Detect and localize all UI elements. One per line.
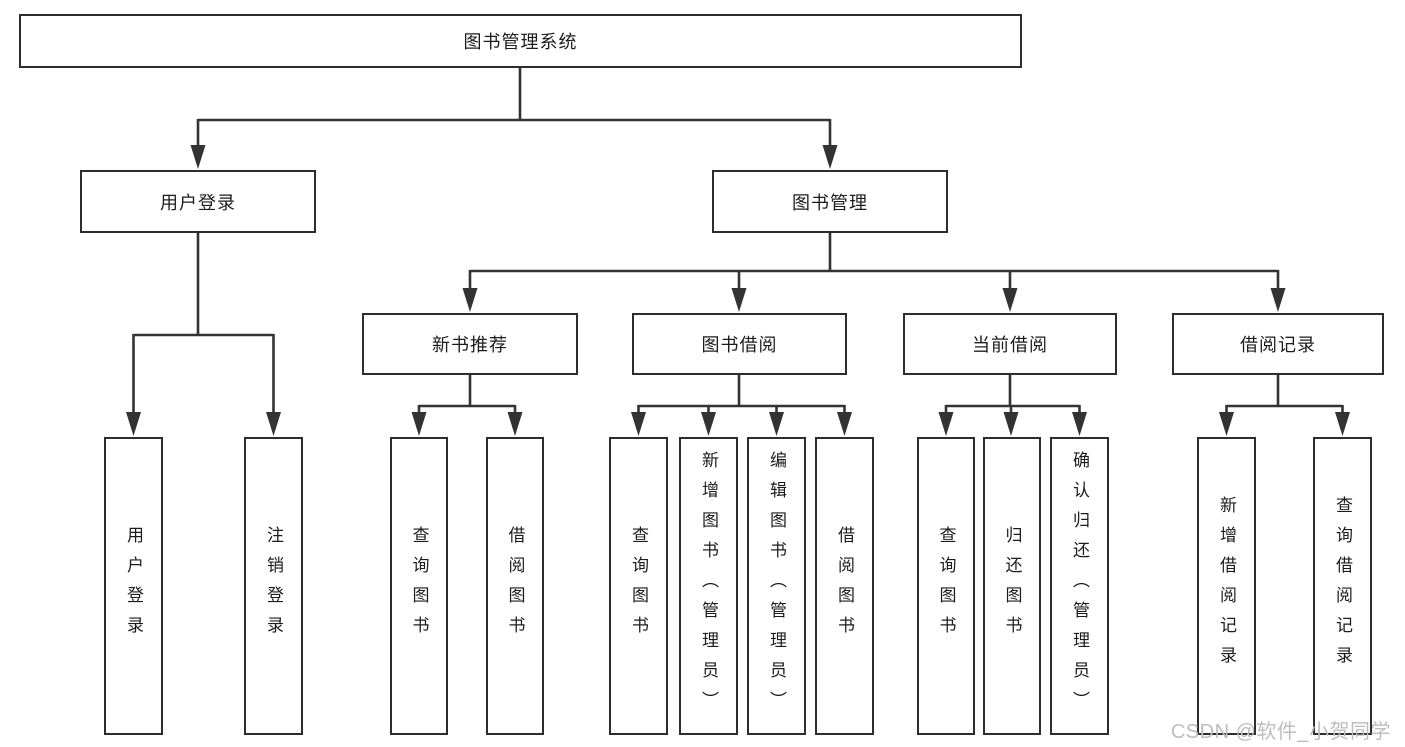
node-current-borrow: 当前借阅 bbox=[903, 313, 1117, 375]
leaf-newbook-query: 查询图书 bbox=[390, 437, 448, 735]
leaf-current-confirm-admin: 确认归还（管理员） bbox=[1050, 437, 1109, 735]
leaf-borrow-query: 查询图书 bbox=[609, 437, 668, 735]
leaf-current-confirm-admin-label: 确认归还（管理员） bbox=[1070, 451, 1089, 721]
leaf-newbook-borrow-label: 借阅图书 bbox=[505, 526, 525, 646]
leaf-borrow-book-label: 借阅图书 bbox=[835, 526, 854, 646]
leaf-borrow-book: 借阅图书 bbox=[815, 437, 874, 735]
leaf-current-query-label: 查询图书 bbox=[936, 526, 956, 646]
node-borrow-record: 借阅记录 bbox=[1172, 313, 1384, 375]
connector-root-to-level2 bbox=[190, 68, 838, 169]
leaf-record-add: 新增借阅记录 bbox=[1197, 437, 1256, 735]
leaf-borrow-edit-admin-label: 编辑图书（管理员） bbox=[767, 451, 786, 721]
leaf-borrow-add-admin-label: 新增图书（管理员） bbox=[699, 451, 718, 721]
connector-user-login-to-leaves bbox=[126, 233, 281, 436]
connector-borrow-record-to-leaves bbox=[1219, 375, 1350, 436]
leaf-current-query: 查询图书 bbox=[917, 437, 975, 735]
leaf-record-query-label: 查询借阅记录 bbox=[1333, 496, 1352, 676]
node-borrow-record-label: 借阅记录 bbox=[1240, 335, 1316, 355]
node-root-label: 图书管理系统 bbox=[463, 32, 578, 52]
connector-book-mgmt-to-level3 bbox=[462, 233, 1286, 312]
leaf-record-add-label: 新增借阅记录 bbox=[1217, 496, 1236, 676]
leaf-current-return-label: 归还图书 bbox=[1002, 526, 1022, 646]
leaf-logout: 注销登录 bbox=[244, 437, 303, 735]
node-book-borrow-label: 图书借阅 bbox=[701, 335, 778, 355]
connector-book-borrow-to-leaves bbox=[631, 375, 852, 436]
leaf-user-login: 用户登录 bbox=[104, 437, 163, 735]
node-user-login: 用户登录 bbox=[80, 170, 316, 233]
node-new-book: 新书推荐 bbox=[362, 313, 578, 375]
node-book-borrow: 图书借阅 bbox=[632, 313, 847, 375]
node-user-login-label: 用户登录 bbox=[160, 192, 236, 213]
connector-new-book-to-leaves bbox=[411, 375, 523, 436]
leaf-borrow-edit-admin: 编辑图书（管理员） bbox=[747, 437, 806, 735]
leaf-record-query: 查询借阅记录 bbox=[1313, 437, 1372, 735]
node-current-borrow-label: 当前借阅 bbox=[972, 335, 1048, 355]
leaf-logout-label: 注销登录 bbox=[264, 526, 283, 646]
leaf-borrow-query-label: 查询图书 bbox=[629, 526, 648, 646]
node-book-mgmt-label: 图书管理 bbox=[792, 192, 868, 213]
node-book-mgmt: 图书管理 bbox=[712, 170, 948, 233]
leaf-newbook-query-label: 查询图书 bbox=[409, 526, 429, 646]
node-new-book-label: 新书推荐 bbox=[432, 335, 508, 355]
leaf-newbook-borrow: 借阅图书 bbox=[486, 437, 544, 735]
leaf-current-return: 归还图书 bbox=[983, 437, 1041, 735]
leaf-borrow-add-admin: 新增图书（管理员） bbox=[679, 437, 738, 735]
connector-current-borrow-to-leaves bbox=[938, 375, 1087, 436]
csdn-watermark: CSDN @软件_小贺同学 bbox=[1170, 721, 1391, 743]
leaf-user-login-label: 用户登录 bbox=[124, 526, 143, 646]
node-root: 图书管理系统 bbox=[19, 14, 1022, 68]
